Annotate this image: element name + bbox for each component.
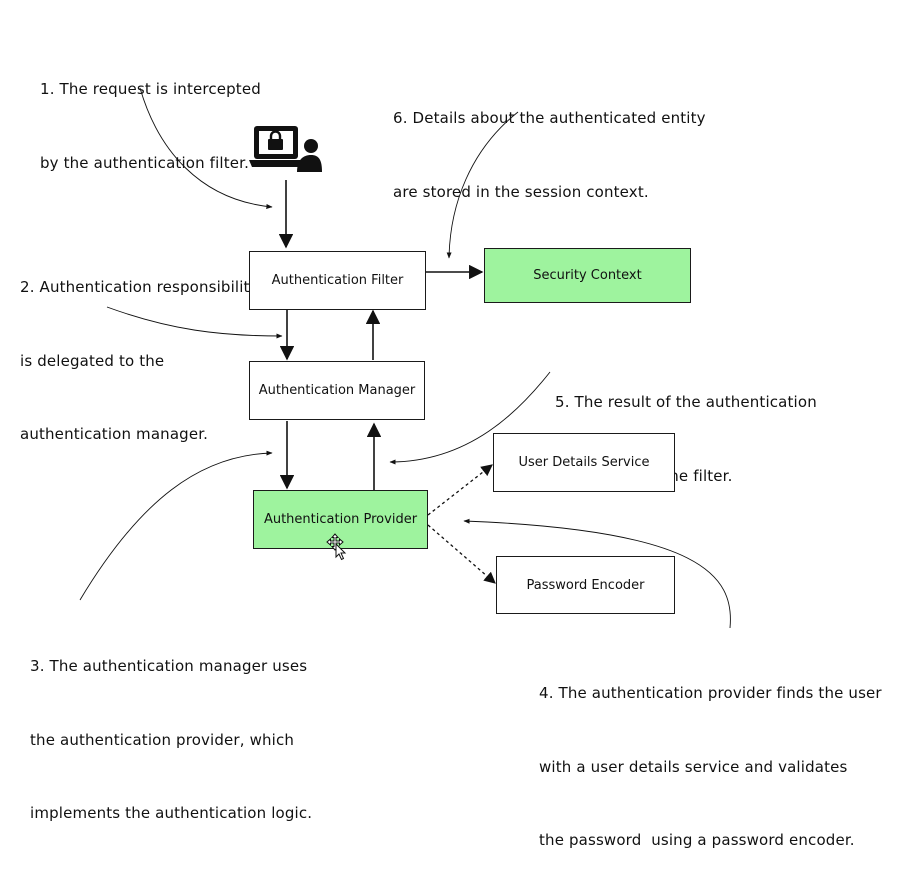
note-2-pointer: [106, 306, 283, 339]
note-5-line-1: 5. The result of the authentication: [555, 393, 817, 411]
note-2: 2. Authentication responsibility is dele…: [20, 226, 259, 471]
note-1-line-2: by the authentication filter.: [40, 153, 249, 172]
note-2-line-3: authentication manager.: [20, 425, 209, 443]
note-4: 4. The authentication provider finds the…: [539, 632, 882, 877]
note-4-line-3: the password using a password encoder.: [539, 831, 855, 849]
authentication-provider-label: Authentication Provider: [263, 512, 418, 527]
laptop-lock-user-icon: [249, 122, 323, 178]
security-context-box: Security Context: [484, 248, 691, 303]
note-1-line-1: 1. The request is intercepted: [40, 80, 261, 98]
security-context-label: Security Context: [533, 268, 642, 283]
authentication-filter-box: Authentication Filter: [249, 251, 426, 310]
password-encoder-label: Password Encoder: [526, 577, 645, 593]
note-3-line-2: the authentication provider, which: [30, 730, 295, 749]
user-details-service-box: User Details Service: [493, 433, 675, 492]
note-5-pointer: [389, 371, 551, 465]
user-details-service-label: User Details Service: [518, 455, 650, 470]
note-2-line-2: is delegated to the: [20, 351, 165, 370]
note-6-line-1: 6. Details about the authenticated entit…: [393, 109, 706, 127]
note-6-pointer: [446, 111, 519, 259]
note-4-pointer: [463, 518, 731, 629]
note-3: 3. The authentication manager uses the a…: [30, 605, 312, 850]
note-3-line-1: 3. The authentication manager uses: [30, 657, 308, 675]
authentication-manager-box: Authentication Manager: [249, 361, 425, 420]
dotted-arrow-provider-to-user-details: [427, 464, 493, 516]
note-3-pointer: [79, 450, 273, 601]
note-4-line-1: 4. The authentication provider finds the…: [539, 684, 882, 702]
dotted-arrow-provider-to-password-encoder: [427, 524, 496, 584]
authentication-manager-label: Authentication Manager: [258, 383, 416, 398]
note-4-line-2: with a user details service and validate…: [539, 757, 848, 776]
move-cursor-icon: [326, 533, 350, 565]
note-6-line-2: are stored in the session context.: [393, 182, 649, 201]
password-encoder-box: Password Encoder: [496, 556, 675, 614]
note-2-line-1: 2. Authentication responsibility: [20, 278, 259, 296]
authentication-filter-label: Authentication Filter: [271, 273, 404, 288]
note-1: 1. The request is intercepted by the aut…: [40, 28, 261, 200]
diagram-canvas: [79, 87, 731, 629]
note-3-line-3: implements the authentication logic.: [30, 804, 313, 822]
note-1-pointer: [139, 87, 273, 209]
note-6: 6. Details about the authenticated entit…: [393, 57, 706, 229]
